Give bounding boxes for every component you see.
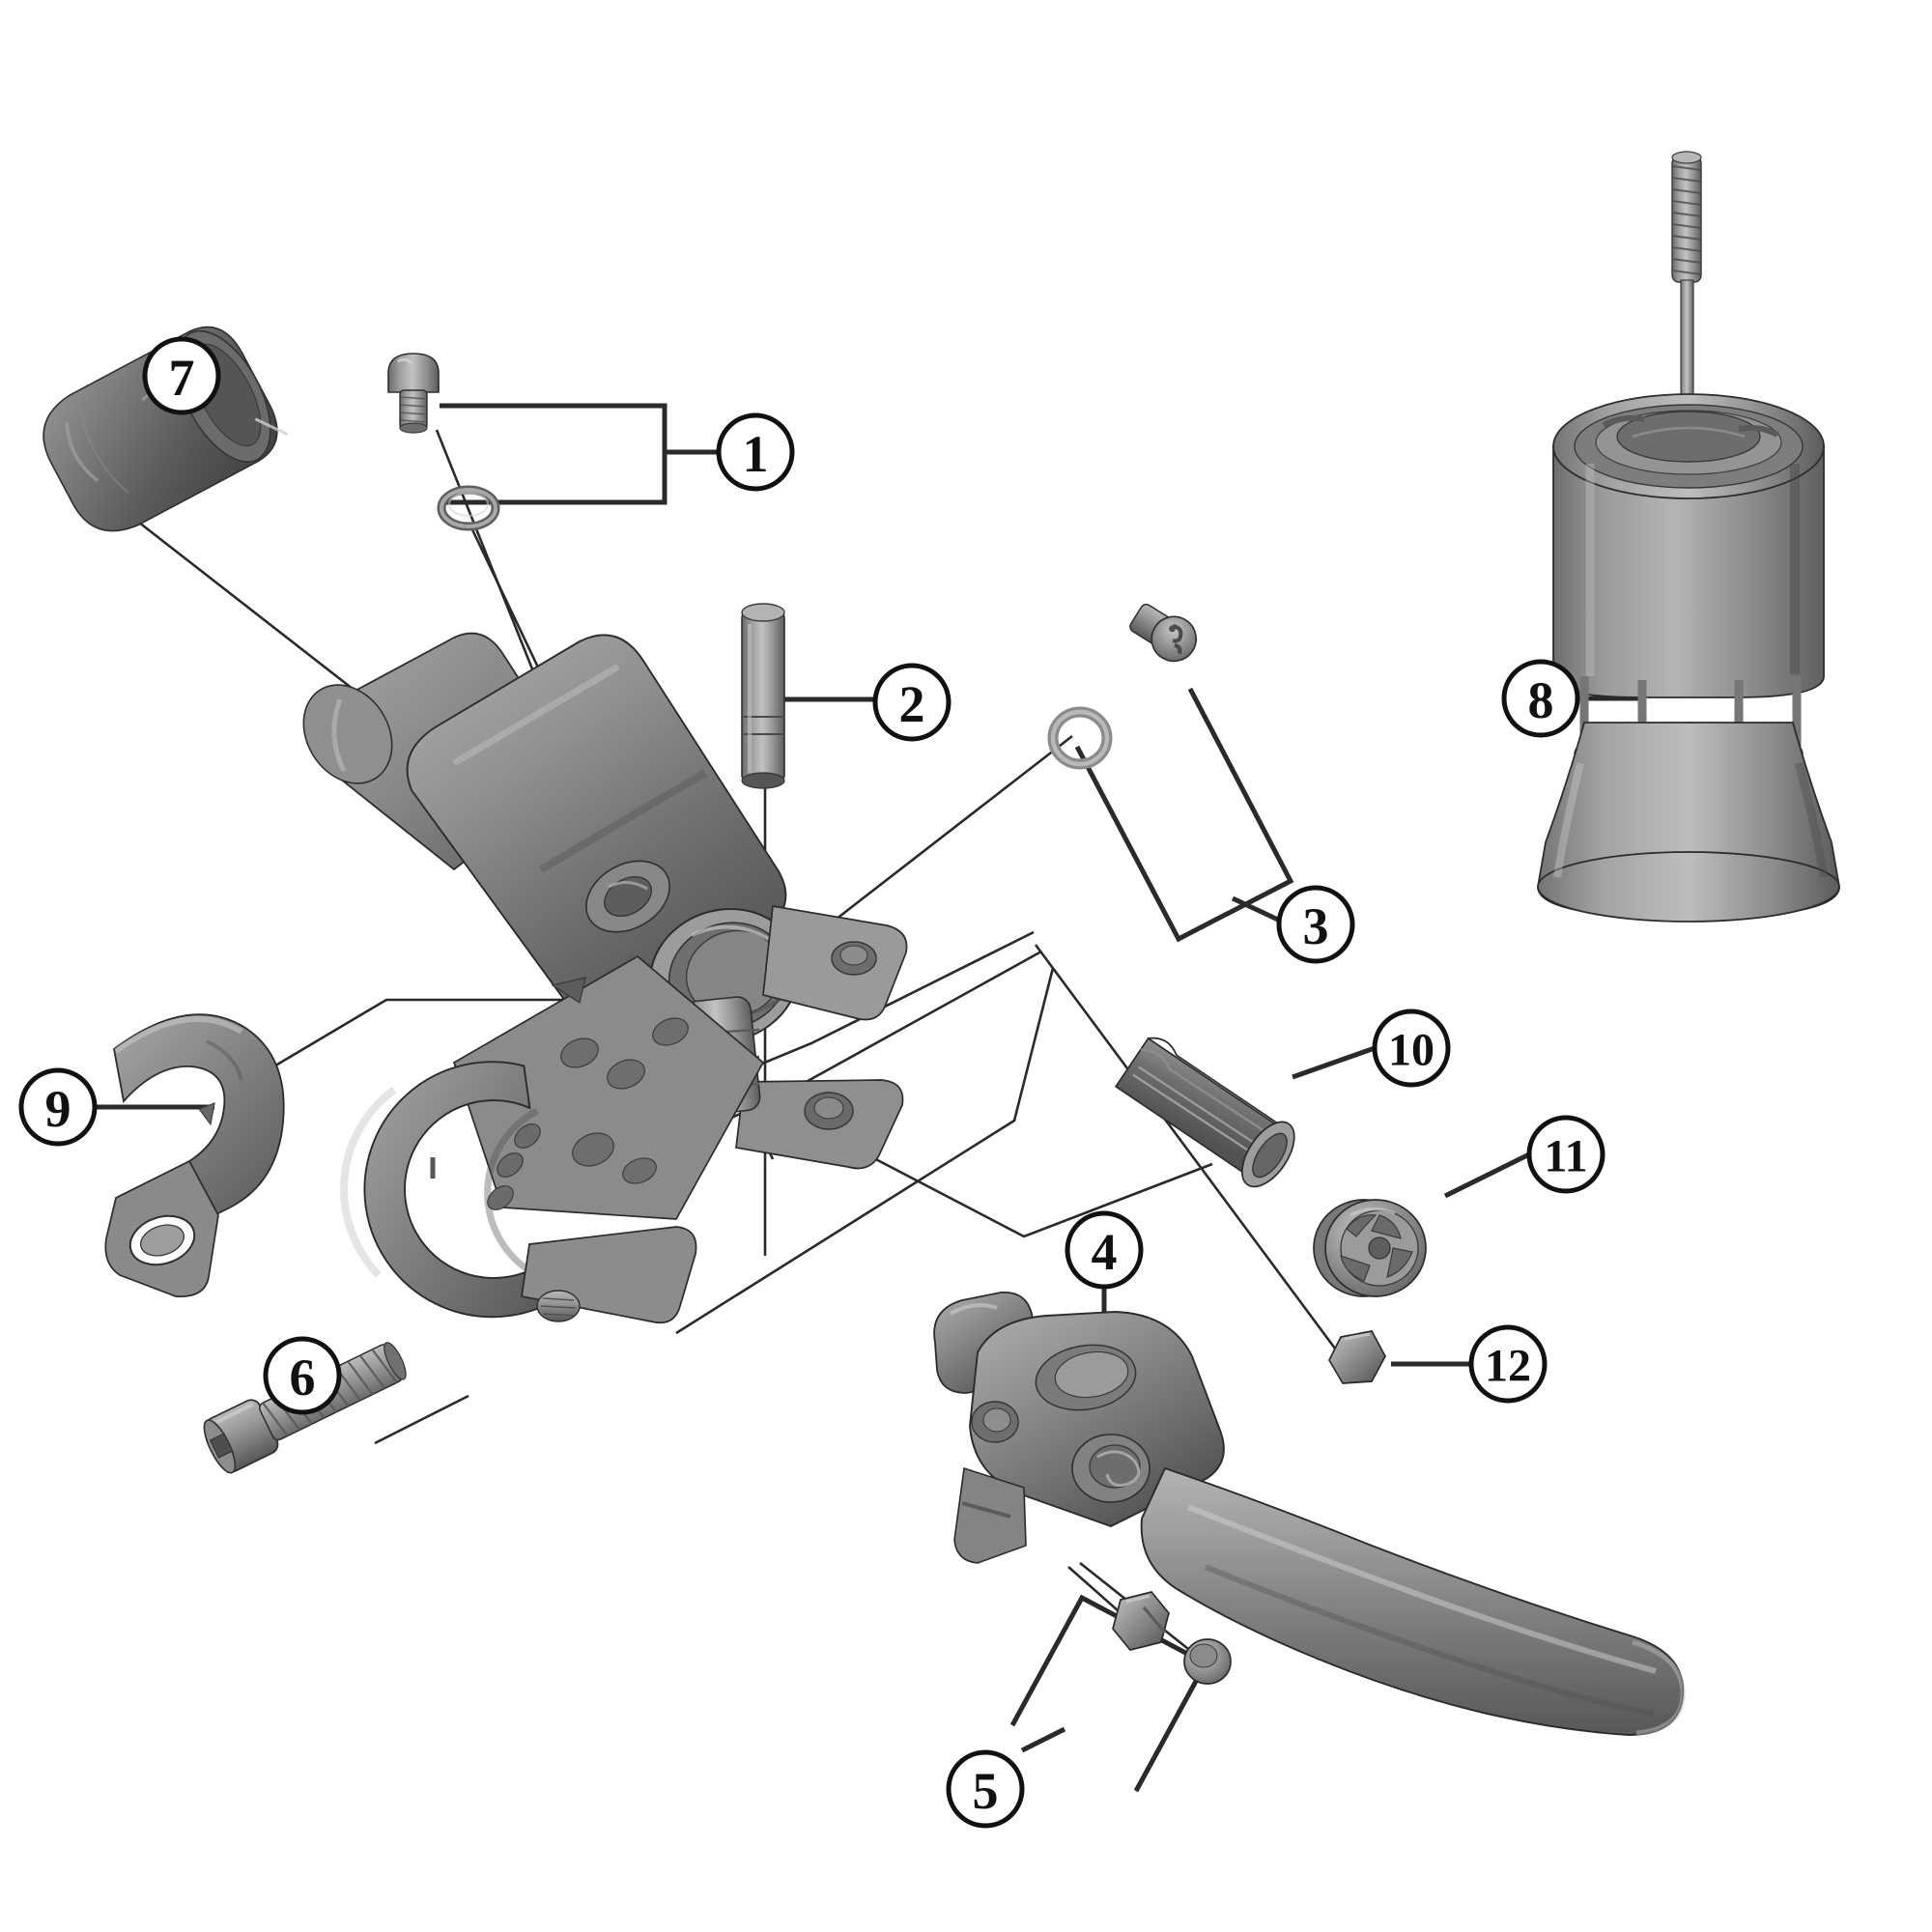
part-10-hose-connecting-insert <box>1114 1037 1295 1188</box>
callout-1[interactable]: 1 <box>716 412 795 492</box>
part-2-lever-pivot-pin <box>741 603 785 789</box>
callout-12[interactable]: 12 <box>1468 1324 1548 1404</box>
part-9-handlebar-clamp-band <box>104 1013 285 1297</box>
callout-8-label: 8 <box>1528 671 1554 729</box>
master-cylinder-body <box>302 632 908 1324</box>
leader-line-10 <box>1292 1045 1376 1080</box>
clamp-pinch-ear <box>521 1226 697 1324</box>
part-5-reach-adjust-screw <box>1183 1638 1232 1685</box>
leader-line-body-c <box>675 967 1055 1335</box>
callout-9-label: 9 <box>45 1080 71 1138</box>
callout-8[interactable]: 8 <box>1501 659 1580 738</box>
callout-10[interactable]: 10 <box>1372 1009 1451 1088</box>
body-lower-flange <box>735 1079 904 1170</box>
part-1-washer <box>437 485 500 531</box>
callout-6-label: 6 <box>290 1349 316 1406</box>
callout-3[interactable]: 3 <box>1276 885 1355 964</box>
part-4-brake-lever-blade <box>933 1292 1686 1736</box>
callout-3-label: 3 <box>1303 897 1329 955</box>
callout-2-label: 2 <box>899 675 925 733</box>
bracket-5 <box>1009 1594 1209 1793</box>
callout-10-label: 10 <box>1388 1025 1435 1076</box>
part-8-bleed-funnel-reservoir <box>1537 151 1840 923</box>
callout-2[interactable]: 2 <box>872 663 952 742</box>
callout-4-label: 4 <box>1092 1223 1118 1281</box>
callout-balloons: 1 2 3 4 5 6 7 8 <box>18 336 1605 1829</box>
callout-12-label: 12 <box>1485 1341 1531 1392</box>
callout-1-label: 1 <box>743 425 769 483</box>
callout-11[interactable]: 11 <box>1526 1115 1605 1194</box>
leader-line-9b <box>250 998 633 1082</box>
callout-9[interactable]: 9 <box>18 1067 98 1147</box>
callout-6[interactable]: 6 <box>263 1336 342 1415</box>
part-11-hose-olive-adapter <box>1313 1199 1427 1297</box>
leader-line-12b <box>1034 944 1340 1353</box>
callout-11-label: 11 <box>1544 1131 1587 1182</box>
part-12-hose-olive-ring <box>1328 1330 1386 1384</box>
body-flange <box>762 905 908 1021</box>
callout-5-label: 5 <box>973 1762 999 1820</box>
leader-line-5 <box>1020 1726 1066 1753</box>
part-1-fixing-bolt <box>387 353 440 434</box>
part-3-bleed-screw <box>1129 603 1197 663</box>
body-upper-boss <box>585 860 670 933</box>
bracket-3 <box>1074 687 1294 943</box>
leader-line-11 <box>1443 1151 1531 1199</box>
leader-line-6b <box>374 1394 469 1445</box>
callout-7[interactable]: 7 <box>142 336 221 415</box>
callout-5[interactable]: 5 <box>946 1749 1025 1829</box>
callout-4[interactable]: 4 <box>1065 1210 1144 1290</box>
part-3-o-ring <box>1047 706 1113 770</box>
callout-7-label: 7 <box>169 349 195 407</box>
part-5-reach-adjust-nut <box>1112 1591 1170 1651</box>
body-cast-dimples <box>560 1017 689 1184</box>
